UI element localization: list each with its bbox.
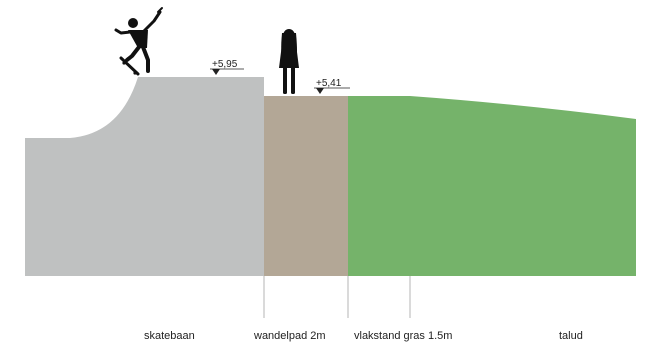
level-marker-skate: +5,95 (210, 59, 244, 75)
level-label-skate: +5,95 (212, 59, 238, 70)
level-triangle-icon (316, 88, 324, 94)
zone-label-skatebaan: skatebaan (144, 330, 195, 342)
level-triangle-icon (212, 69, 220, 75)
zone-label-talud: talud (559, 330, 583, 342)
pedestrian-icon (279, 29, 299, 94)
zone-label-wandelpad: wandelpad 2m (253, 330, 326, 342)
level-marker-path: +5,41 (314, 78, 350, 94)
zone-guide-lines (263, 276, 411, 318)
level-label-path: +5,41 (316, 78, 342, 89)
zone-label-vlakstand: vlakstand gras 1.5m (354, 330, 452, 342)
skatebaan-concrete (25, 77, 264, 276)
wandelpad-surface (264, 96, 348, 276)
grass-slope (348, 96, 636, 276)
skateboarder-icon (114, 7, 163, 76)
